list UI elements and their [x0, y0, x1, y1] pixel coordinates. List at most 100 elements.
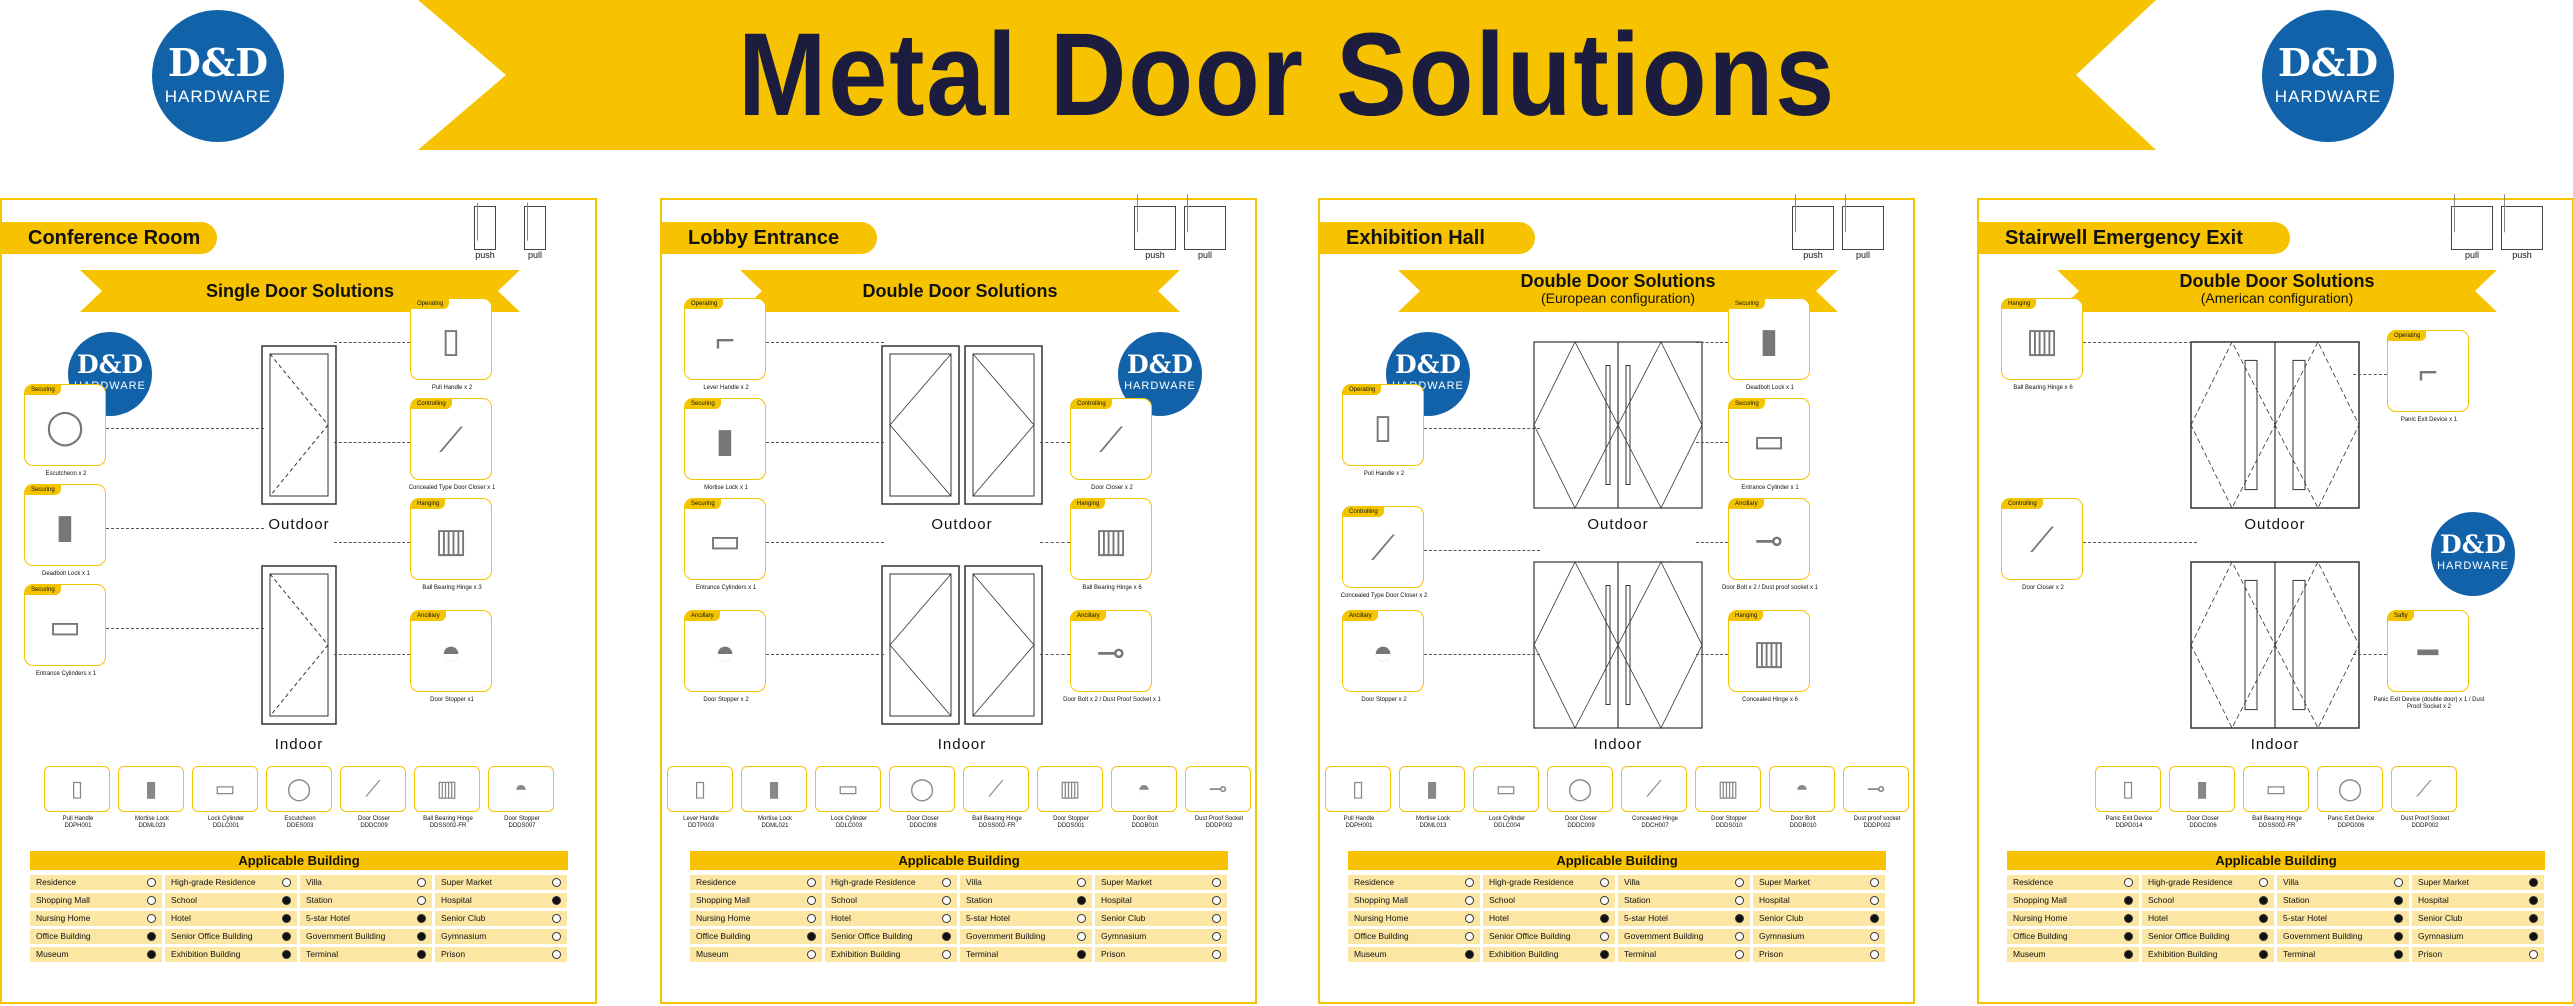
applicable-dot-empty: [1600, 932, 1609, 941]
solution-subtitle: (American configuration): [2200, 290, 2354, 306]
building-name: Villa: [306, 877, 322, 887]
component-card: Securing▭Entrance Cylinders x 1: [684, 498, 766, 591]
component-category: Ancillary: [685, 611, 720, 621]
building-cell: High-grade Residence: [165, 875, 297, 890]
hinge-icon: ▥: [1094, 522, 1128, 560]
leader-line: [766, 342, 884, 343]
leader-line: [1424, 550, 1540, 551]
component-caption: Panic Exit Device x 1: [2400, 417, 2458, 423]
building-cell: Senior Club: [2412, 911, 2544, 926]
building-cell: Prison: [435, 947, 567, 962]
applicable-dot-empty: [1735, 896, 1744, 905]
building-name: Nursing Home: [2013, 913, 2068, 923]
ribbon-shape: [740, 270, 1180, 312]
building-cell: Terminal: [1618, 947, 1750, 962]
applicable-dot-filled: [1600, 950, 1609, 959]
door-swing-label: pull: [527, 250, 542, 260]
building-name: Gymnasium: [441, 931, 487, 941]
building-name: Hospital: [1759, 895, 1790, 905]
building-name: Terminal: [966, 949, 999, 959]
building-name: Residence: [696, 877, 737, 887]
product-icon: ▯: [2121, 776, 2135, 801]
applicable-dot-empty: [147, 896, 156, 905]
door-swing-pull: pull: [524, 206, 546, 260]
title-banner: Metal Door Solutions: [418, 0, 2156, 150]
solution-ribbon: Double Door Solutions: [740, 270, 1180, 312]
product-name-text: Pull Handle: [62, 816, 94, 822]
door-swing-push: push: [474, 206, 496, 260]
building-cell: School: [165, 893, 297, 908]
building-cell: 5-star Hotel: [960, 911, 1092, 926]
applicable-dot-filled: [1077, 950, 1086, 959]
building-name: Gymnasium: [1101, 931, 1147, 941]
product-code: DDPH001: [64, 823, 92, 829]
building-name: Exhibition Building: [171, 949, 241, 959]
component-category: Operating: [2388, 331, 2427, 341]
product-icon: ◯: [909, 776, 935, 801]
component-caption: Entrance Cylinders x 1: [35, 671, 97, 677]
logo-text: D&D: [1127, 350, 1193, 379]
door-outdoor-view: [256, 340, 342, 510]
building-name: Residence: [1354, 877, 1395, 887]
banner-ribbon-shape: [418, 0, 2156, 150]
leader-line: [1696, 654, 1728, 655]
applicable-dot-empty: [1077, 914, 1086, 923]
product-name-text: Concealed Hinge: [1631, 816, 1679, 822]
building-name: Hospital: [2418, 895, 2449, 905]
product-name-text: Ball Bearing Hinge: [972, 816, 1022, 822]
door-swing-icon: [1134, 206, 1176, 250]
component-card: Ancillary◓Door Stopper x 2: [1342, 610, 1424, 703]
component-caption: Concealed Type Door Closer x 1: [408, 485, 496, 491]
pull-handle-icon: ▯: [441, 322, 461, 360]
component-category: Operating: [411, 299, 450, 309]
component-category: Hanging: [411, 499, 446, 509]
building-name: Exhibition Building: [831, 949, 901, 959]
applicable-dot-filled: [2259, 896, 2268, 905]
building-name: School: [1489, 895, 1515, 905]
applicable-dot-empty: [552, 932, 561, 941]
door-bolt-icon: ⊸: [1096, 634, 1126, 672]
component-category: Hanging: [1071, 499, 1106, 509]
building-cell: Villa: [1618, 875, 1750, 890]
building-name: Prison: [1759, 949, 1784, 959]
building-cell: Villa: [960, 875, 1092, 890]
applicable-dot-filled: [1465, 950, 1474, 959]
panic-bar-icon: ━: [2417, 634, 2439, 672]
door-closer-icon: ⟋: [1371, 529, 1395, 568]
leader-line: [1040, 442, 1070, 443]
applicable-dot-empty: [1077, 878, 1086, 887]
outdoor-label: Outdoor: [931, 516, 993, 533]
applicable-dot-filled: [807, 932, 816, 941]
building-name: School: [831, 895, 857, 905]
applicable-dot-empty: [807, 914, 816, 923]
building-cell: Station: [2277, 893, 2409, 908]
building-name: Office Building: [36, 931, 91, 941]
door-swing-label: pull: [1197, 250, 1212, 260]
applicable-dot-empty: [1600, 896, 1609, 905]
component-caption: Door Stopper x 2: [1361, 697, 1407, 703]
component-caption: Panic Exit Device (double door) x 1 / Du…: [2373, 697, 2485, 710]
component-category: Securing: [25, 385, 61, 395]
product-icon: ◯: [1567, 776, 1593, 801]
banner-title: Metal Door Solutions: [738, 9, 1836, 141]
applicable-dot-empty: [2394, 878, 2403, 887]
building-cell: Gymnasium: [435, 929, 567, 944]
product-icon: ▯: [1351, 776, 1365, 801]
component-category: Safty: [2388, 611, 2414, 621]
